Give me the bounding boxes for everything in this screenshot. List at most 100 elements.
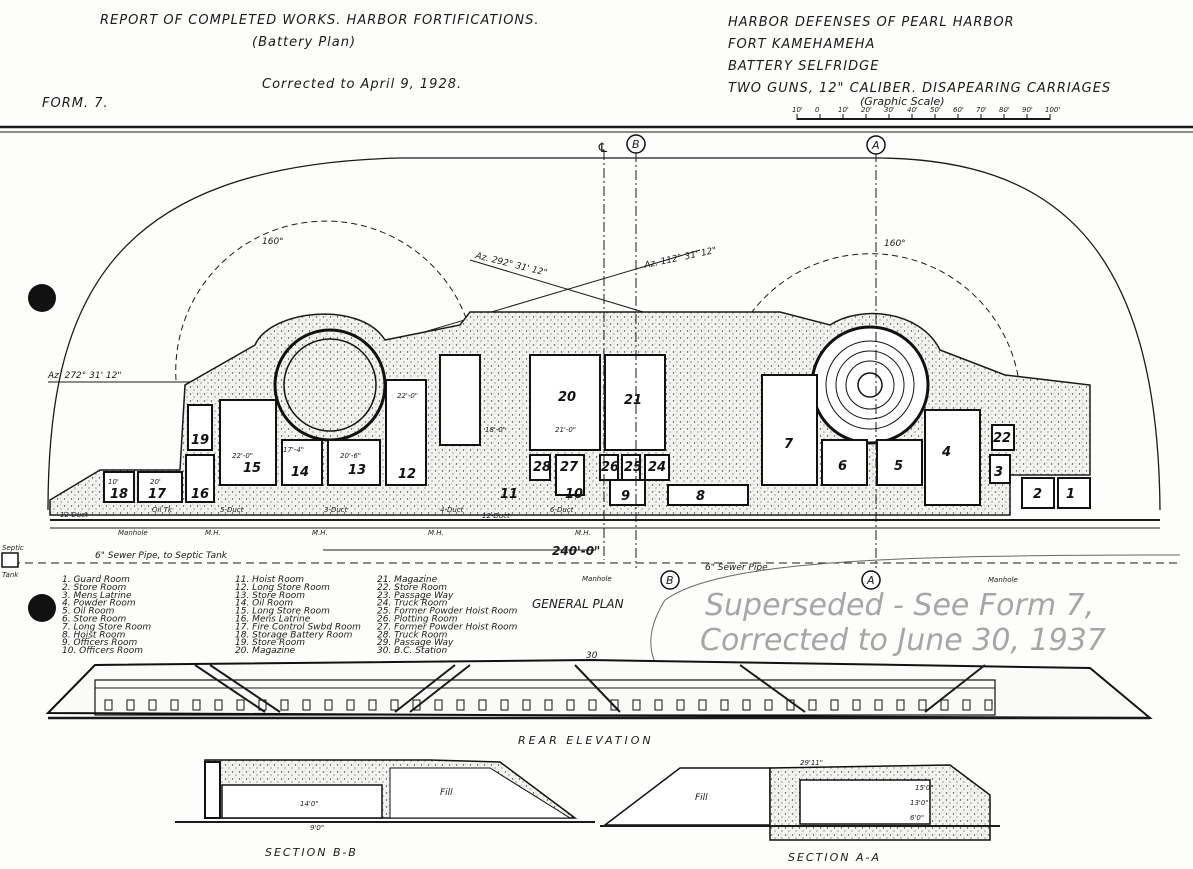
room-4: 4 — [941, 445, 951, 460]
svg-text:9'0": 9'0" — [310, 824, 324, 832]
room-5: 5 — [894, 459, 903, 474]
room-26: 26 — [601, 460, 619, 475]
svg-text:4-Duct: 4-Duct — [440, 506, 464, 514]
room-12: 12 — [398, 467, 416, 482]
svg-text:22'-0": 22'-0" — [397, 392, 418, 400]
room-10: 10 — [565, 487, 583, 502]
legend-item: 14. Oil Room — [235, 599, 293, 609]
elevation-door — [324, 699, 333, 711]
elevation-door — [984, 699, 993, 711]
legend-item: 9. Officers Room — [62, 638, 138, 648]
svg-text:20': 20' — [150, 478, 161, 486]
elevation-door — [742, 699, 751, 711]
legend-item: 6. Store Room — [62, 615, 127, 625]
scale-tick-label: 70' — [976, 106, 987, 114]
svg-text:B: B — [632, 138, 640, 151]
scale-tick-label: 10' — [838, 106, 849, 114]
room-21: 21 — [624, 393, 642, 408]
legend-item: 10. Officers Room — [62, 646, 143, 656]
form-number: FORM. 7. — [42, 96, 109, 111]
legend-item: 4. Powder Room — [62, 599, 136, 609]
section-b-title: SECTION B-B — [265, 846, 358, 859]
legend-item: 16. Mens Latrine — [235, 615, 311, 625]
legend-item: 8. Hoist Room — [62, 630, 126, 640]
legend-item: 21. Magazine — [377, 575, 438, 585]
elevation-door — [434, 699, 443, 711]
room-14: 14 — [291, 465, 309, 480]
arc-right-gun — [739, 253, 1021, 391]
elevation-door — [478, 699, 487, 711]
corrected-date: Corrected to April 9, 1928. — [262, 77, 462, 92]
angle-left: 160° — [262, 237, 284, 247]
svg-text:29'11": 29'11" — [800, 759, 823, 767]
legend-item: 30. B.C. Station — [377, 646, 448, 656]
elevation-door — [874, 699, 883, 711]
elevation-door — [632, 699, 641, 711]
general-plan-title: GENERAL PLAN — [532, 597, 624, 611]
scale-tick-label: 20' — [861, 106, 872, 114]
svg-text:Corrected to June 30, 1937: Corrected to June 30, 1937 — [700, 623, 1106, 658]
superseded-stamp: Superseded - See Form 7, Corrected to Ju… — [650, 554, 1181, 691]
centerline-marker: ℄ — [597, 141, 610, 156]
svg-text:22'-0": 22'-0" — [232, 452, 253, 460]
svg-text:B: B — [666, 574, 674, 587]
legend-item: 11. Hoist Room — [235, 575, 304, 585]
dimensions: 10' 20' 22'-0" 17'-4" 20'-6" 22'-0" 18'-… — [60, 392, 1018, 584]
legend-item: 2. Store Room — [62, 583, 127, 593]
svg-text:Tank: Tank — [2, 571, 19, 579]
report-subtitle: (Battery Plan) — [252, 35, 356, 50]
elevation-door — [544, 699, 553, 711]
legend-item: 26. Plotting Room — [377, 615, 458, 625]
title-line-3: BATTERY SELFRIDGE — [728, 59, 879, 74]
svg-text:M.H.: M.H. — [575, 529, 591, 537]
legend-item: 19. Store Room — [235, 638, 305, 648]
room-28: 28 — [533, 460, 551, 475]
legend-item: 29. Passage Way — [377, 638, 454, 648]
svg-text:Oil Tk: Oil Tk — [152, 506, 173, 514]
svg-text:13'0": 13'0" — [910, 799, 929, 807]
angle-right: 160° — [884, 239, 906, 249]
room-25: 25 — [624, 460, 642, 475]
elevation-door — [940, 699, 949, 711]
svg-text:Superseded - See Form 7,: Superseded - See Form 7, — [705, 588, 1094, 623]
svg-text:Septic: Septic — [2, 544, 24, 552]
elevation-door — [764, 699, 773, 711]
svg-text:A: A — [871, 139, 880, 152]
legend-item: 5. Oil Room — [62, 607, 115, 617]
title-line-2: FORT KAMEHAMEHA — [728, 37, 875, 52]
section-marker-a-bottom: A — [861, 570, 881, 590]
elevation-door — [852, 699, 861, 711]
room-3: 3 — [994, 465, 1003, 480]
room-2: 2 — [1033, 487, 1042, 502]
scale-tick-label: 10' — [792, 106, 803, 114]
elevation-door — [654, 699, 663, 711]
field-of-fire-outline — [47, 157, 1161, 511]
room-27: 27 — [560, 460, 579, 475]
legend-item: 25. Former Powder Hoist Room — [377, 607, 518, 617]
svg-text:Manhole: Manhole — [118, 529, 148, 537]
svg-text:10': 10' — [108, 478, 119, 486]
svg-text:M.H.: M.H. — [312, 529, 328, 537]
svg-text:3-Duct: 3-Duct — [324, 506, 348, 514]
elevation-door — [104, 699, 113, 711]
legend-item: 20. Magazine — [235, 646, 296, 656]
section-b-b: Fill 14'0" 9'0" SECTION B-B — [175, 759, 595, 859]
legend-item: 15. Long Store Room — [235, 607, 330, 617]
rear-elevation: 30 REAR ELEVATION — [45, 651, 1153, 747]
scale-tick-label: 40' — [907, 106, 918, 114]
elevation-door — [500, 699, 509, 711]
elevation-door — [918, 699, 927, 711]
elevation-door — [698, 699, 707, 711]
room-13: 13 — [348, 463, 366, 478]
elevation-door — [236, 699, 245, 711]
elevation-door — [126, 699, 135, 711]
legend-item: 7. Long Store Room — [62, 622, 151, 632]
elevation-door — [192, 699, 201, 711]
room-8: 8 — [696, 489, 705, 504]
title-line-4: TWO GUNS, 12" CALIBER. DISAPEARING CARRI… — [728, 81, 1111, 96]
svg-text:18'-0": 18'-0" — [485, 426, 506, 434]
svg-text:Fill: Fill — [695, 793, 708, 803]
elevation-door — [522, 699, 531, 711]
